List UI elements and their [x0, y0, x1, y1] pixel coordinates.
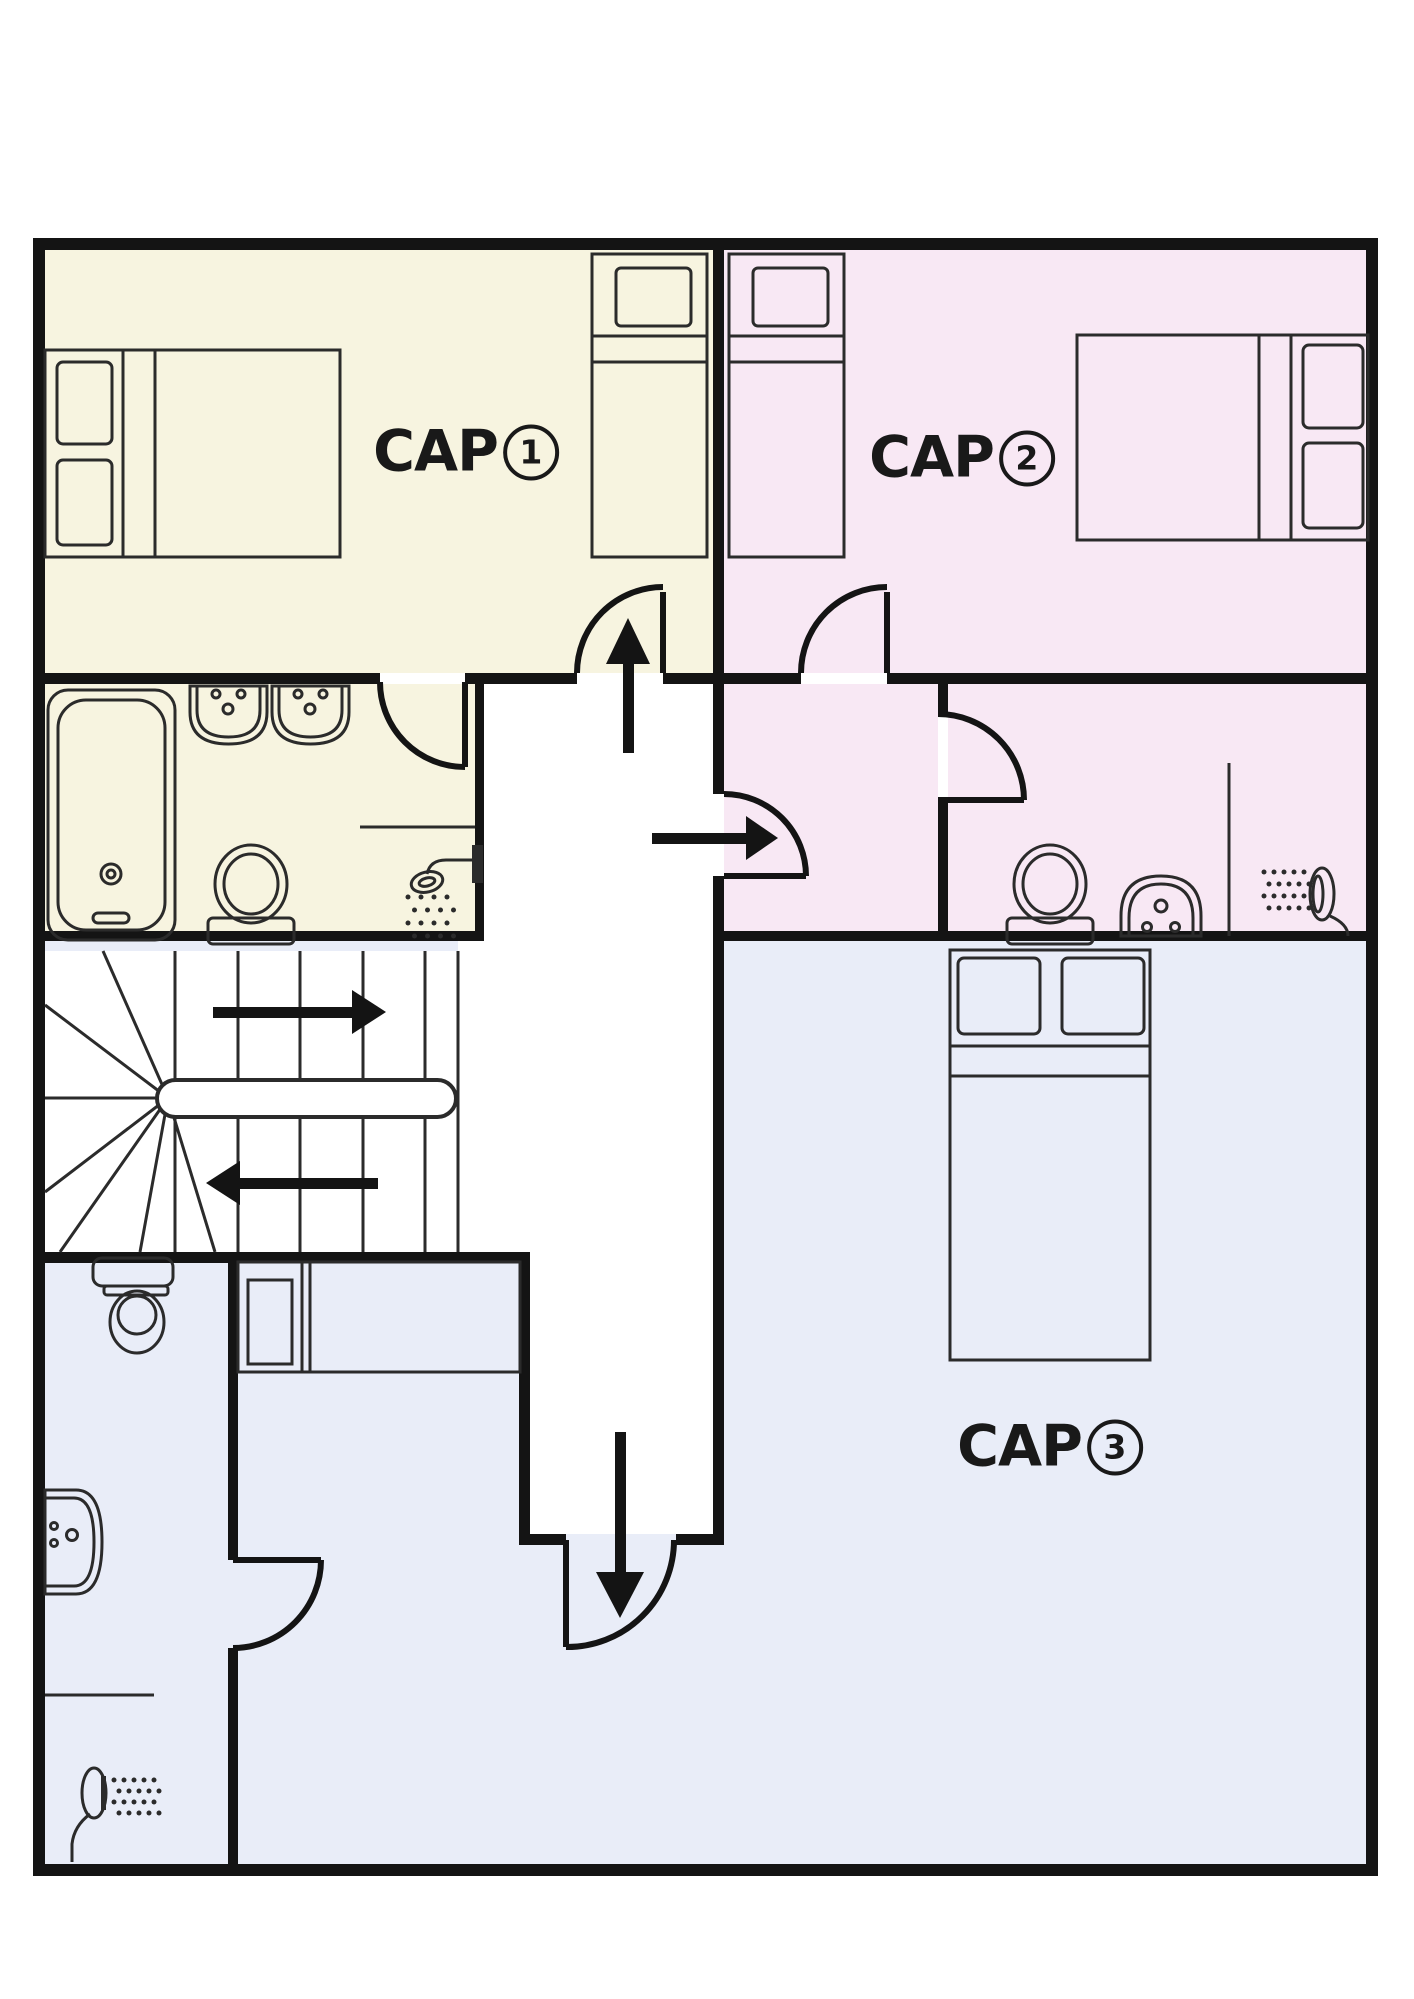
bathroom-cream-floor [45, 684, 475, 941]
walls [33, 238, 1378, 1876]
sink-icon [188, 684, 269, 746]
stair-winder-line [44, 1096, 169, 1194]
wall-vestibule-bath-b [938, 800, 948, 941]
stair-winder-line [58, 1097, 170, 1253]
stair-winder-line [138, 1097, 170, 1253]
staircase [44, 950, 460, 1253]
shower-spray [405, 894, 456, 939]
arrow-right-icon [652, 816, 778, 860]
wall-vestibule-bath-a [938, 684, 948, 714]
cabinet-sink-icon [246, 1278, 294, 1366]
pillow-icon [1301, 441, 1365, 530]
arrow-up-icon [606, 618, 650, 753]
wall-stairs-bottom [45, 1252, 530, 1263]
wall-middle-pink-bottom [724, 931, 1366, 941]
arrow-right-icon [213, 990, 386, 1034]
sink-icon [43, 1488, 104, 1596]
door-cap1-ensuite [377, 681, 468, 770]
wall-outer-top [33, 238, 1378, 250]
pillow-icon [55, 360, 114, 446]
bathroom-blue-fixtures [43, 1256, 522, 1862]
double-bed-icon [1075, 333, 1370, 542]
doors [232, 584, 1027, 1651]
shower-icon [405, 845, 483, 939]
arrow-left-icon [206, 1161, 378, 1205]
wall-cap2-bottom-a [724, 673, 801, 684]
shower-icon [70, 1766, 162, 1862]
bathroom-pink-fixtures [1005, 843, 1350, 946]
wall-bathroom-blue-right-a [228, 1263, 238, 1560]
wall-corridor-left-lower [519, 1263, 530, 1545]
flow-arrows [206, 618, 778, 1618]
pillow-icon [1301, 343, 1365, 430]
wall-bathroom-cream-right [475, 684, 484, 941]
double-bed-icon [948, 948, 1152, 1362]
pillow-icon [614, 266, 693, 328]
bathroom-cream-fixtures [46, 684, 483, 946]
wall-outer-bottom [33, 1864, 1378, 1876]
wall-corridor-end-right [676, 1534, 724, 1545]
pillow-icon [751, 266, 830, 328]
door-corridor-exit [563, 1539, 677, 1651]
room-label-cap1-number: 1 [502, 424, 559, 480]
single-bed-icon [727, 252, 846, 559]
cap3-furniture [948, 948, 1152, 1362]
toilet-icon [206, 843, 296, 946]
arrow-down-icon [596, 1432, 644, 1618]
wall-corridor-end-left [519, 1534, 566, 1545]
wall-cap2-bottom-b [887, 673, 1366, 684]
double-bed-icon [43, 348, 342, 559]
shower-spray [1261, 869, 1312, 911]
sink-icon [270, 684, 351, 746]
stair-winder-line [166, 1097, 217, 1253]
wall-cap1-bottom-a [45, 673, 380, 684]
wall-cap1-bottom-c [663, 673, 713, 684]
cabinet-counter [236, 1260, 522, 1374]
stair-handrail [155, 1078, 458, 1119]
cap1-furniture [43, 252, 709, 559]
room-label-cap2-number: 2 [998, 430, 1055, 486]
door-vestibule-entry [723, 791, 809, 879]
wall-cap1-bottom-b [465, 673, 577, 684]
cap2-furniture [727, 252, 1370, 559]
room-label-cap3-number: 3 [1086, 1419, 1143, 1475]
wall-divider-cap1-cap2 [713, 250, 724, 794]
pillow-icon [1060, 956, 1146, 1036]
vestibule-cap2-floor [724, 684, 938, 941]
bathtub-icon [46, 688, 177, 942]
door-pink-bathroom [937, 711, 1027, 803]
wall-bathroom-cream-bottom [45, 931, 475, 941]
wall-outer-left [33, 238, 45, 1876]
stair-winder-line [101, 950, 170, 1099]
bidet-icon [1119, 874, 1203, 938]
room-fills [45, 250, 1366, 1864]
single-bed-icon [590, 252, 709, 559]
corridor-landing-floor [458, 941, 713, 1252]
shower-icon [1261, 866, 1350, 937]
door-cap1-entry [574, 584, 666, 674]
door-cap2-entry [798, 584, 890, 674]
toilet-icon [1005, 843, 1095, 946]
room-label-cap2-text: CAP [869, 424, 995, 491]
shower-spray [111, 1777, 162, 1816]
stair-winder-line [44, 1003, 169, 1100]
toilet-icon [91, 1256, 175, 1355]
wall-bathroom-blue-right-b [228, 1648, 238, 1864]
door-blue-bathroom [232, 1557, 324, 1651]
corridor-upper-floor [484, 684, 713, 944]
room-label-cap1-text: CAP [373, 418, 499, 485]
room-label-cap3-text: CAP [957, 1413, 1083, 1480]
pillow-icon [55, 458, 114, 547]
wall-outer-right [1366, 238, 1378, 1876]
wall-corridor-right [713, 876, 724, 1540]
pillow-icon [956, 956, 1042, 1036]
